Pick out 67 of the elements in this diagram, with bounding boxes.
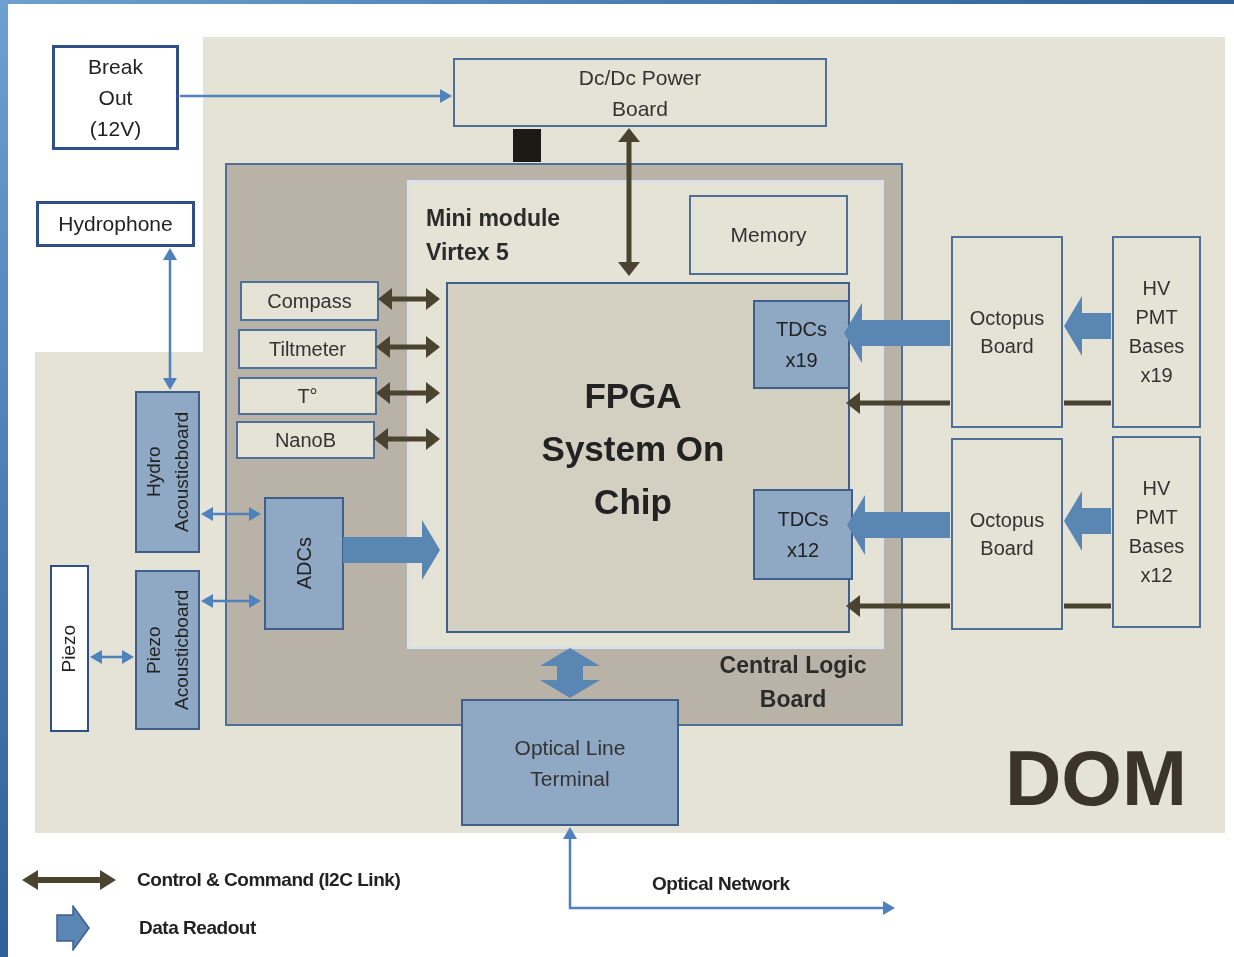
box-label: FPGA System On Chip	[540, 375, 726, 523]
arrow	[378, 288, 440, 310]
arrow	[201, 507, 261, 521]
arrow	[846, 392, 950, 414]
box-label: HV PMT Bases x19	[1127, 276, 1186, 388]
box-label: Memory	[730, 222, 807, 249]
arrow	[374, 428, 440, 450]
board-box	[225, 163, 903, 726]
module-region	[35, 37, 1225, 833]
board-box	[951, 438, 1063, 630]
converter-box	[753, 300, 850, 389]
board-box	[951, 236, 1063, 428]
board-box	[1112, 436, 1201, 628]
box-label: Octopus Board	[968, 306, 1046, 359]
power-input-box	[52, 45, 179, 150]
box-label: HV PMT Bases x12	[1127, 476, 1186, 588]
sensor-box	[36, 201, 195, 247]
block-arrow	[1064, 296, 1111, 356]
arrow	[563, 827, 895, 915]
box-label: DOM	[1005, 739, 1187, 817]
block-arrow	[1064, 491, 1111, 551]
block-arrow	[540, 648, 600, 698]
box-label: TDCs x12	[776, 506, 830, 563]
terminal-box	[461, 699, 679, 826]
arrow	[90, 650, 134, 664]
sensor-box	[236, 421, 375, 459]
sensor-box	[238, 329, 377, 369]
box-label: Break Out (12V)	[87, 54, 144, 142]
box-label: Octopus Board	[968, 508, 1046, 561]
box-label: Hydro Acousticboard	[141, 410, 193, 535]
box-label: Tiltmeter	[268, 337, 346, 362]
legend-label: Control & Command (I2C Link)	[137, 868, 401, 892]
arrow	[618, 128, 640, 276]
block-arrow	[343, 520, 440, 580]
box-label: T°	[297, 384, 318, 409]
board-box	[1112, 236, 1201, 428]
box-label: Dc/Dc Power Board	[577, 64, 703, 122]
board-box	[135, 570, 200, 730]
block-arrow	[844, 303, 950, 363]
box-label: Mini module Virtex 5	[426, 204, 562, 267]
box-label: Optical Line Terminal	[513, 734, 627, 792]
board-box	[135, 391, 200, 553]
box-label: Piezo	[57, 624, 81, 673]
box-label: Compass	[267, 289, 352, 314]
converter-box	[753, 489, 853, 580]
arrow	[376, 382, 440, 404]
legend-label: Data Readout	[139, 915, 256, 940]
sensor-box	[238, 377, 377, 415]
arrow	[846, 595, 950, 617]
arrow	[376, 336, 440, 358]
box-label: Piezo Acousticboard	[141, 588, 193, 713]
memory-box	[689, 195, 848, 275]
arrow	[163, 248, 177, 390]
chip-box	[446, 282, 850, 633]
converter-box	[264, 497, 344, 630]
box-label: Hydrophone	[58, 211, 173, 238]
box-label: TDCs x19	[774, 316, 829, 373]
sensor-box	[240, 281, 379, 321]
module-box	[407, 180, 884, 649]
board-box	[453, 58, 827, 127]
box-label: Central Logic Board	[718, 651, 868, 714]
sensor-box	[50, 565, 89, 732]
box-label: NanoB	[274, 428, 337, 453]
arrow	[180, 89, 452, 103]
block-arrow	[847, 495, 950, 555]
arrow	[201, 594, 261, 608]
box-label: ADCs	[292, 537, 316, 590]
